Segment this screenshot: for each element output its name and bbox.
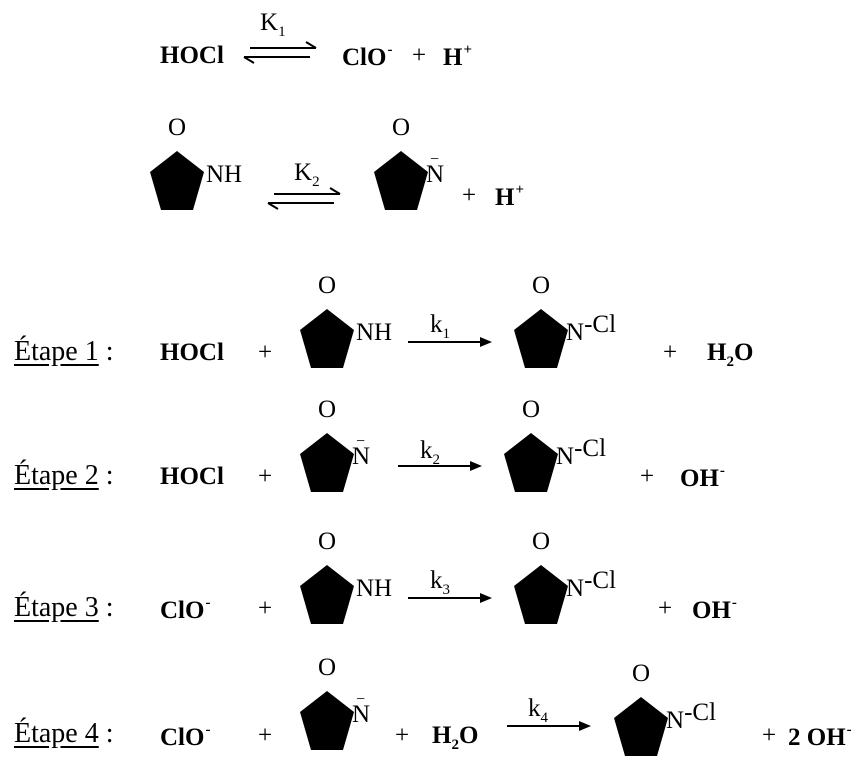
nh-group: NH bbox=[356, 319, 392, 346]
oxygen-atom: O bbox=[522, 396, 540, 423]
anionic-nitrogen: N bbox=[426, 161, 444, 188]
negative-charge: − bbox=[430, 151, 439, 168]
step-2-plus: + bbox=[258, 463, 273, 490]
anionic-nitrogen: N bbox=[352, 701, 370, 728]
step-1-reactant-hocl: HOCl bbox=[160, 339, 224, 366]
step-3-product-hydroxide: OH- bbox=[692, 595, 737, 624]
anionic-nitrogen: N bbox=[352, 443, 370, 470]
n-cl-group: N-Cl bbox=[666, 699, 716, 734]
step-3-plus: + bbox=[258, 595, 273, 622]
oxygen-atom: O bbox=[318, 272, 336, 299]
step-3-plus-2: + bbox=[658, 595, 673, 622]
step-3-reactant-hypochlorite: ClO- bbox=[160, 595, 211, 624]
step-3-arrow-icon bbox=[408, 593, 492, 603]
step-4-plus-2: + bbox=[762, 722, 777, 749]
step-3-lactam-molecule: O NH bbox=[300, 528, 392, 624]
step-2-n-chloro-lactam-molecule: O N-Cl bbox=[504, 396, 606, 492]
step-2-arrow-icon bbox=[398, 461, 482, 471]
negative-charge: − bbox=[356, 433, 365, 450]
step-4-n-chloro-lactam-molecule: O N-Cl bbox=[614, 660, 716, 756]
n-cl-group: N-Cl bbox=[566, 567, 616, 602]
oxygen-atom: O bbox=[318, 528, 336, 555]
oxygen-atom: O bbox=[168, 114, 186, 141]
eq2-equilibrium-arrow-icon bbox=[267, 187, 341, 210]
step-1-n-chloro-lactam-molecule: O N-Cl bbox=[514, 272, 616, 368]
eq1-hypochlorite: ClO- bbox=[342, 42, 393, 71]
step-1-arrow-icon bbox=[408, 337, 492, 347]
step-2-plus-2: + bbox=[640, 463, 655, 490]
step-4-plus-mid: + bbox=[395, 722, 410, 749]
eq1-proton: H+ bbox=[443, 42, 473, 71]
step-4-water: H2O bbox=[432, 722, 479, 753]
step-4-arrow-icon bbox=[507, 721, 591, 731]
pyrrolidinone-molecule: O NH bbox=[150, 114, 242, 210]
step-2-label: Étape 2 : bbox=[14, 460, 114, 491]
negative-charge: − bbox=[356, 691, 365, 708]
oxygen-atom: O bbox=[318, 654, 336, 681]
eq1-hocl: HOCl bbox=[160, 42, 224, 69]
eq1-equilibrium-arrow-icon bbox=[243, 41, 317, 64]
step-1-rate-constant: k1 bbox=[430, 311, 450, 342]
step-3-label: Étape 3 : bbox=[14, 592, 114, 623]
nh-group: NH bbox=[206, 161, 242, 188]
step-2-product-hydroxide: OH- bbox=[680, 463, 725, 492]
step-1-label: Étape 1 : bbox=[14, 336, 114, 367]
nh-group: NH bbox=[356, 575, 392, 602]
step-4-label: Étape 4 : bbox=[14, 718, 114, 749]
step-3-rate-constant: k3 bbox=[430, 567, 450, 598]
oxygen-atom: O bbox=[392, 114, 410, 141]
eq1-plus: + bbox=[412, 42, 427, 69]
eq1-constant: K1 bbox=[260, 9, 286, 40]
n-cl-group: N-Cl bbox=[566, 311, 616, 346]
eq2-proton: H+ bbox=[495, 182, 525, 211]
step-1-plus-2: + bbox=[663, 339, 678, 366]
step-4-lactam-anion-molecule: O N − bbox=[300, 654, 370, 750]
step-4-reactant-hypochlorite: ClO- bbox=[160, 722, 211, 751]
step-1-product-water: H2O bbox=[707, 339, 754, 370]
step-2-lactam-anion-molecule: O N − bbox=[300, 396, 370, 492]
oxygen-atom: O bbox=[318, 396, 336, 423]
pyrrolidinone-anion-molecule: O N − bbox=[374, 114, 444, 210]
oxygen-atom: O bbox=[532, 272, 550, 299]
step-2-rate-constant: k2 bbox=[420, 437, 440, 468]
oxygen-atom: O bbox=[632, 660, 650, 687]
step-4-rate-constant: k4 bbox=[528, 695, 548, 726]
eq2-constant: K2 bbox=[294, 159, 320, 190]
oxygen-atom: O bbox=[532, 528, 550, 555]
step-2-reactant-hocl: HOCl bbox=[160, 463, 224, 490]
step-4-plus: + bbox=[258, 722, 273, 749]
step-1-plus: + bbox=[258, 339, 273, 366]
eq2-plus: + bbox=[462, 182, 477, 209]
step-3-n-chloro-lactam-molecule: O N-Cl bbox=[514, 528, 616, 624]
n-cl-group: N-Cl bbox=[556, 435, 606, 470]
step-4-product-hydroxide: 2 OH- bbox=[788, 722, 852, 751]
step-1-lactam-molecule: O NH bbox=[300, 272, 392, 368]
